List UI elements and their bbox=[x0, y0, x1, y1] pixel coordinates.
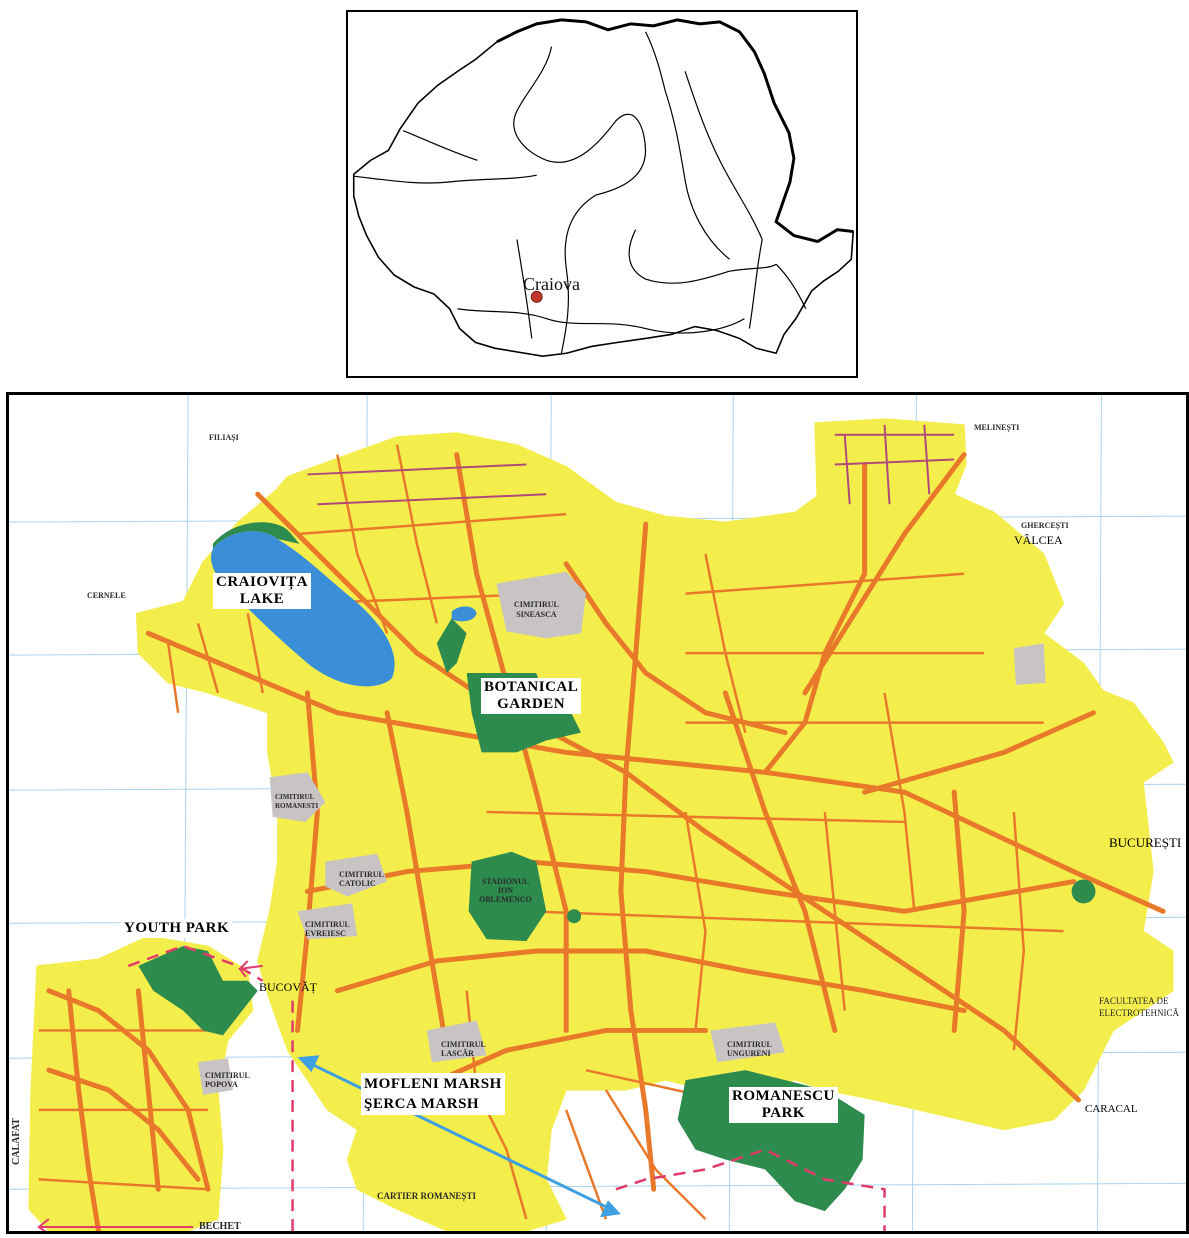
romania-inset-map: Craiova bbox=[346, 10, 858, 378]
botanical-strip bbox=[436, 618, 467, 674]
craiova-label: Craiova bbox=[523, 274, 580, 294]
label-youth-park: YOUTH PARK bbox=[121, 919, 233, 938]
label-cemetery-sineasca: CIMITIRUL SINEASCA bbox=[514, 600, 559, 619]
cartier-double-arrow bbox=[297, 1055, 621, 1218]
craiova-marker bbox=[530, 290, 543, 303]
cemetery-east bbox=[1013, 643, 1046, 685]
stadium-area bbox=[468, 851, 547, 942]
bechet-arrow bbox=[37, 1218, 194, 1231]
label-valcea: VÂLCEA bbox=[1014, 533, 1063, 547]
label-bucovat: BUCOVĂȚ bbox=[259, 980, 318, 994]
city-map-svg bbox=[9, 395, 1186, 1231]
craiovita-park bbox=[212, 522, 300, 549]
cemeteries bbox=[198, 571, 1046, 1095]
label-cemetery-romanesti: CIMITIRUL ROMANESTI bbox=[275, 793, 319, 810]
roundabout bbox=[1071, 879, 1096, 904]
youth-park-area bbox=[138, 946, 258, 1036]
label-cemetery-catolic: CIMITIRUL CATOLIC bbox=[339, 870, 384, 888]
romania-outline-svg bbox=[352, 18, 855, 358]
label-filiasi: FILIAȘI bbox=[209, 433, 239, 442]
label-caracal: CARACAL bbox=[1085, 1103, 1138, 1115]
label-calafat: CALAFAT bbox=[11, 1118, 22, 1165]
cemetery-sineasca bbox=[496, 571, 587, 639]
northern-streets bbox=[307, 424, 955, 506]
rivers bbox=[353, 31, 807, 354]
bucovat-arrow bbox=[238, 960, 263, 978]
cemetery-romanesti bbox=[269, 772, 326, 822]
label-botanical-garden: BOTANICAL GARDEN bbox=[481, 678, 582, 714]
cemetery-ungureni bbox=[710, 1022, 786, 1063]
label-marshes: MOFLENI MARSH ŞERCA MARSH bbox=[361, 1073, 505, 1115]
label-stadium: STADIONUL ION OBLEMENCO bbox=[479, 877, 532, 904]
label-romanescu-park: ROMANESCU PARK bbox=[729, 1087, 838, 1123]
romania-border bbox=[352, 19, 855, 358]
cemetery-lascar bbox=[426, 1020, 487, 1063]
cemetery-evreiesc bbox=[297, 903, 358, 940]
label-craiovita-lake: CRAIOVIȚA LAKE bbox=[213, 573, 312, 609]
cemetery-catolic bbox=[325, 853, 388, 897]
dashed-boundaries bbox=[127, 944, 886, 1231]
small-square bbox=[567, 909, 582, 924]
label-cemetery-popova: CIMITIRUL POPOVA bbox=[205, 1071, 250, 1089]
label-facultatea: FACULTATEA DE ELECTROTEHNICĂ bbox=[1099, 996, 1179, 1018]
label-cernele: CERNELE bbox=[87, 591, 126, 600]
cemetery-popova bbox=[198, 1058, 233, 1095]
label-melinesti: MELINEȘTI bbox=[974, 423, 1020, 432]
romania-north-east-border bbox=[496, 18, 854, 244]
pond bbox=[451, 606, 477, 622]
label-bechet: BECHET bbox=[199, 1221, 241, 1232]
label-cemetery-ungureni: CIMITIRUL UNGURENI bbox=[727, 1040, 772, 1058]
label-ghercesti: GHERCEȘTI bbox=[1021, 521, 1069, 530]
minor-roads bbox=[38, 444, 1064, 1220]
label-cemetery-evreiesc: CIMITIRUL EVREIESC bbox=[305, 920, 350, 938]
label-cartier-romanesti: CARTIER ROMANEȘTI bbox=[377, 1191, 476, 1201]
label-bucuresti: BUCUREȘTI bbox=[1109, 835, 1182, 850]
craiova-city-map: CRAIOVIȚA LAKE BOTANICAL GARDEN YOUTH PA… bbox=[6, 392, 1189, 1234]
label-cemetery-lascar: CIMITIRUL LASCĂR bbox=[441, 1040, 486, 1058]
